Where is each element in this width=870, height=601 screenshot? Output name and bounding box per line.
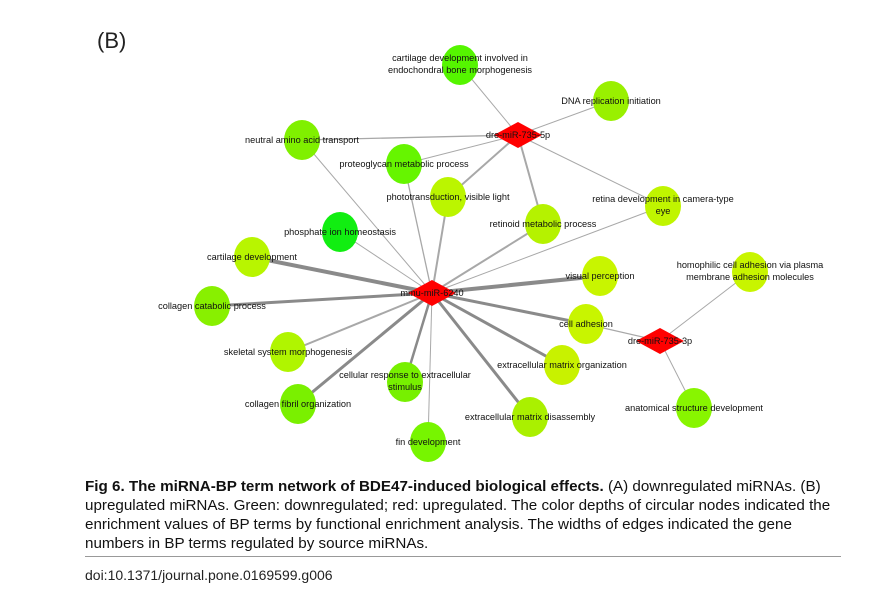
circle-node-shape <box>442 45 478 85</box>
circle-node-shape <box>568 304 604 344</box>
node-label: dre-miR-735-5p <box>486 130 550 140</box>
network-edge <box>427 292 433 443</box>
bp-node-retinoid[interactable]: retinoid metabolic process <box>490 204 597 244</box>
circle-node-shape <box>410 422 446 462</box>
mirna-node-m5p[interactable]: dre-miR-735-5p <box>486 122 550 148</box>
node-label: homophilic cell adhesion via plasma <box>677 260 824 270</box>
node-label: cartilage development involved in <box>392 53 528 63</box>
bp-node-homo[interactable]: homophilic cell adhesion via plasma membr… <box>677 252 824 292</box>
circle-node-shape <box>284 120 320 160</box>
node-label: retinoid metabolic process <box>490 219 597 229</box>
node-label: visual perception <box>566 271 635 281</box>
node-label: skeletal system morphogenesis <box>224 347 353 357</box>
bp-node-cellresp[interactable]: cellular response to extracellular stimul… <box>339 362 471 402</box>
node-label: cellular response to extracellular <box>339 370 471 380</box>
circle-node-shape <box>582 256 618 296</box>
bp-node-ecmdis[interactable]: extracellular matrix disassembly <box>465 397 596 437</box>
network-edge <box>301 139 433 294</box>
bp-node-neutral[interactable]: neutral amino acid transport <box>245 120 359 160</box>
mirna-bp-network: dre-miR-735-5p mmu-miR-6240 dre-miR-735-3p… <box>158 45 824 462</box>
circle-node-shape <box>280 384 316 424</box>
bp-node-celladh[interactable]: cell adhesion <box>559 304 613 344</box>
network-edge <box>517 134 664 207</box>
network-edge <box>211 291 433 308</box>
network-edge <box>301 134 519 141</box>
bp-node-photo[interactable]: phototransduction, visible light <box>386 177 510 217</box>
node-label: eye <box>656 206 671 216</box>
bp-node-retina[interactable]: retina development in camera-type eye <box>592 186 734 226</box>
bp-node-colfib[interactable]: collagen fibril organization <box>245 384 351 424</box>
circle-node-shape <box>322 212 358 252</box>
diamond-node-shape <box>636 328 684 354</box>
caption-title: Fig 6. The miRNA-BP term network of BDE4… <box>85 478 604 495</box>
circle-node-shape <box>512 397 548 437</box>
node-label: phosphate ion homeostasis <box>284 227 396 237</box>
bp-node-fin[interactable]: fin development <box>396 422 461 462</box>
network-edge <box>659 271 751 342</box>
network-edge <box>431 223 544 294</box>
node-label: cell adhesion <box>559 319 613 329</box>
circle-node-shape <box>387 362 423 402</box>
mirna-node-m6240[interactable]: mmu-miR-6240 <box>400 280 464 306</box>
circle-node-shape <box>194 286 230 326</box>
divider <box>85 556 841 557</box>
network-edge <box>403 163 433 294</box>
panel-label: (B) <box>97 28 127 53</box>
node-label: endochondral bone morphogenesis <box>388 65 532 75</box>
diamond-node-shape <box>408 280 456 306</box>
node-label: dre-miR-735-3p <box>628 336 692 346</box>
node-label: anatomical structure development <box>625 403 763 413</box>
circle-node-shape <box>676 388 712 428</box>
circle-node-shape <box>645 186 681 226</box>
circle-node-shape <box>386 144 422 184</box>
doi-text: doi:10.1371/journal.pone.0169599.g006 <box>85 567 333 583</box>
circle-node-shape <box>525 204 561 244</box>
bp-node-skel[interactable]: skeletal system morphogenesis <box>224 332 353 372</box>
node-label: membrane adhesion molecules <box>686 272 814 282</box>
node-label: proteoglycan metabolic process <box>339 159 469 169</box>
node-label: phototransduction, visible light <box>386 192 510 202</box>
node-label: collagen catabolic process <box>158 301 266 311</box>
network-edge <box>431 291 587 326</box>
node-label: mmu-miR-6240 <box>400 288 463 298</box>
node-label: neutral amino acid transport <box>245 135 359 145</box>
bp-node-cartendo[interactable]: cartilage development involved in endocho… <box>388 45 532 85</box>
node-label: extracellular matrix organization <box>497 360 627 370</box>
mirna-node-m3p[interactable]: dre-miR-735-3p <box>628 328 692 354</box>
network-edge <box>430 292 532 418</box>
bp-node-visual[interactable]: visual perception <box>566 256 635 296</box>
diamond-node-shape <box>494 122 542 148</box>
node-label: stimulus <box>388 382 422 392</box>
node-label: extracellular matrix disassembly <box>465 412 596 422</box>
bp-node-cartdev[interactable]: cartilage development <box>207 237 297 277</box>
bp-node-colcat[interactable]: collagen catabolic process <box>158 286 266 326</box>
node-label: collagen fibril organization <box>245 399 351 409</box>
network-edge <box>251 255 433 295</box>
bp-node-ecmorg[interactable]: extracellular matrix organization <box>497 345 627 385</box>
network-edge <box>431 291 563 367</box>
circle-node-shape <box>593 81 629 121</box>
circle-node-shape <box>234 237 270 277</box>
circle-node-shape <box>270 332 306 372</box>
network-edge <box>431 205 664 294</box>
circle-node-shape <box>430 177 466 217</box>
node-label: cartilage development <box>207 252 297 262</box>
caption-body: (A) downregulated miRNAs. (B) upregulate… <box>85 478 831 552</box>
circle-node-shape <box>544 345 580 385</box>
network-edge <box>403 134 519 165</box>
network-edge <box>431 274 601 295</box>
circle-node-shape <box>732 252 768 292</box>
bp-node-phos[interactable]: phosphate ion homeostasis <box>284 212 396 252</box>
bp-node-proteo[interactable]: proteoglycan metabolic process <box>339 144 469 184</box>
node-label: fin development <box>396 437 461 447</box>
network-edge <box>297 291 433 406</box>
node-label: DNA replication initiation <box>561 96 661 106</box>
bp-node-dna[interactable]: DNA replication initiation <box>561 81 661 121</box>
network-edge <box>287 292 433 353</box>
node-label: retina development in camera-type <box>592 194 733 204</box>
bp-node-anat[interactable]: anatomical structure development <box>625 388 763 428</box>
figure-caption: Fig 6. The miRNA-BP term network of BDE4… <box>85 477 845 553</box>
